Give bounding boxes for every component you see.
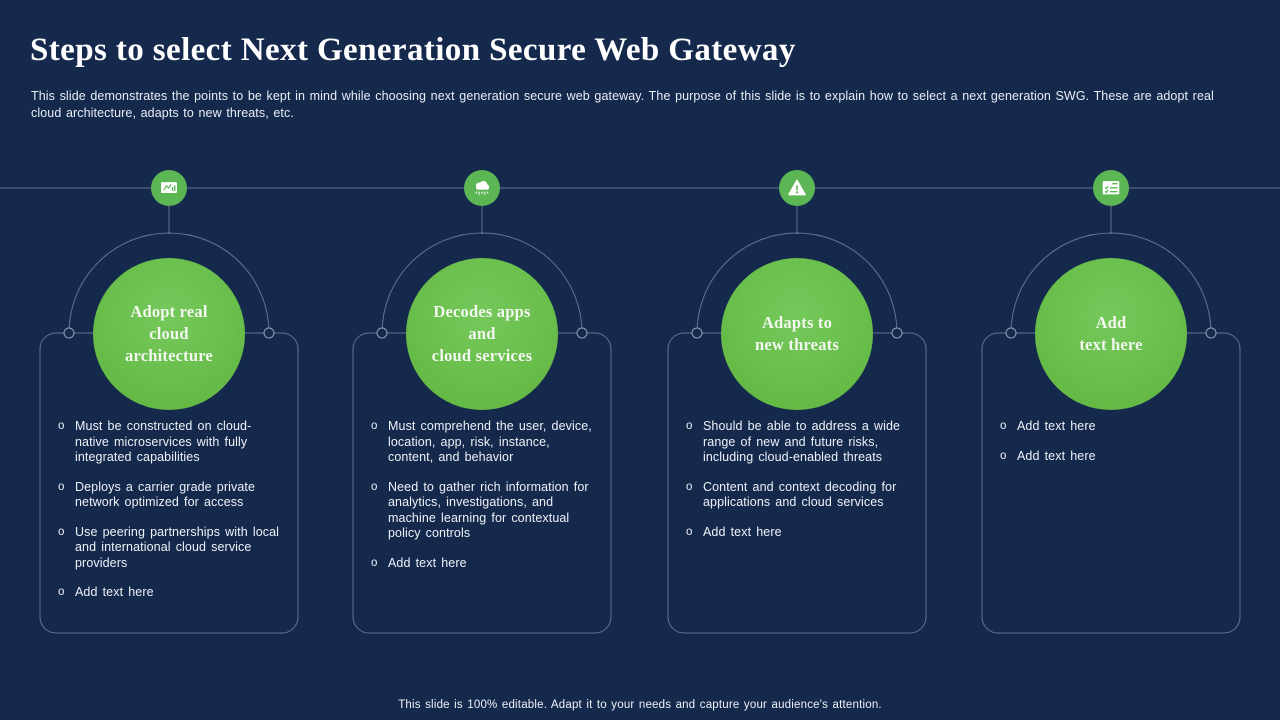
- node-ring: [1005, 327, 1017, 339]
- bullet-text: Must comprehend the user, device, locati…: [388, 419, 592, 464]
- step-bullets-3: o Should be able to address a wide range …: [684, 419, 910, 554]
- cloud-network-icon: [464, 170, 500, 206]
- presentation-chart-icon: [151, 170, 187, 206]
- step-circle-2: Decodes apps and cloud services: [406, 258, 558, 410]
- bullet-text: Need to gather rich information for anal…: [388, 479, 589, 541]
- node-ring: [1205, 327, 1217, 339]
- bullet-text: Use peering partnerships with local and …: [75, 524, 280, 570]
- node-ring: [691, 327, 703, 339]
- bullet-text: Add text here: [703, 524, 782, 539]
- arc-line: [381, 232, 583, 334]
- bullet-marker: o: [58, 480, 65, 493]
- node-ring: [263, 327, 275, 339]
- node-ring: [576, 327, 588, 339]
- bullet-item: o Add text here: [369, 556, 595, 572]
- bullet-item: o Content and context decoding for applic…: [684, 480, 910, 511]
- warning-triangle-icon: [779, 170, 815, 206]
- bullet-item: o Need to gather rich information for ana…: [369, 480, 595, 542]
- step-circle-4: Add text here: [1035, 258, 1187, 410]
- step-circle-1: Adopt real cloud architecture: [93, 258, 245, 410]
- bullet-marker: o: [371, 556, 378, 569]
- step-column-1: Adopt real cloud architecture o Must be c…: [40, 0, 298, 720]
- bullet-text: Should be able to address a wide range o…: [703, 419, 901, 464]
- bullet-marker: o: [371, 420, 378, 432]
- bullet-marker: o: [1000, 420, 1007, 432]
- bullet-item: o Should be able to address a wide range …: [684, 419, 910, 466]
- bullet-text: Add text here: [75, 585, 154, 599]
- bullet-text: Add text here: [388, 555, 467, 570]
- bullet-item: o Must comprehend the user, device, locat…: [369, 419, 595, 466]
- bullet-item: o Must be constructed on cloud-native mic…: [56, 419, 282, 466]
- bullet-text: Deploys a carrier grade private network …: [75, 479, 256, 510]
- bullet-text: Add text here: [1017, 448, 1096, 463]
- bullet-marker: o: [686, 525, 693, 538]
- arc-line: [696, 232, 898, 334]
- bullet-marker: o: [58, 525, 65, 538]
- bullet-item: o Add text here: [998, 419, 1224, 435]
- slide-footer: This slide is 100% editable. Adapt it to…: [398, 699, 882, 711]
- bullet-marker: o: [371, 480, 378, 493]
- arc-line: [68, 232, 270, 334]
- bullet-marker: o: [686, 420, 693, 432]
- slide-subtitle: This slide demonstrates the points to be…: [31, 89, 1214, 120]
- bullet-marker: o: [686, 480, 693, 493]
- node-ring: [891, 327, 903, 339]
- bullet-item: o Add text here: [998, 449, 1224, 465]
- checklist-icon: [1093, 170, 1129, 206]
- bullet-marker: o: [1000, 449, 1007, 462]
- bullet-item: o Add text here: [684, 525, 910, 541]
- bullet-text: Add text here: [1017, 419, 1096, 433]
- bullet-item: o Deploys a carrier grade private network…: [56, 480, 282, 511]
- arc-line: [1010, 232, 1212, 334]
- bullet-marker: o: [58, 586, 65, 598]
- step-bullets-1: o Must be constructed on cloud-native mic…: [56, 419, 282, 615]
- step-circle-3: Adapts to new threats: [721, 258, 873, 410]
- node-ring: [376, 327, 388, 339]
- bullet-text: Content and context decoding for applica…: [703, 479, 897, 510]
- step-column-2: Decodes apps and cloud services o Must co…: [353, 0, 611, 720]
- bullet-item: o Use peering partnerships with local and…: [56, 525, 282, 572]
- step-column-3: Adapts to new threats o Should be able to…: [668, 0, 926, 720]
- page-title: Steps to select Next Generation Secure W…: [30, 32, 796, 68]
- step-bullets-2: o Must comprehend the user, device, locat…: [369, 419, 595, 585]
- bullet-marker: o: [58, 420, 65, 432]
- node-ring: [63, 327, 75, 339]
- bullet-text: Must be constructed on cloud-native micr…: [75, 419, 252, 464]
- bullet-item: o Add text here: [56, 585, 282, 601]
